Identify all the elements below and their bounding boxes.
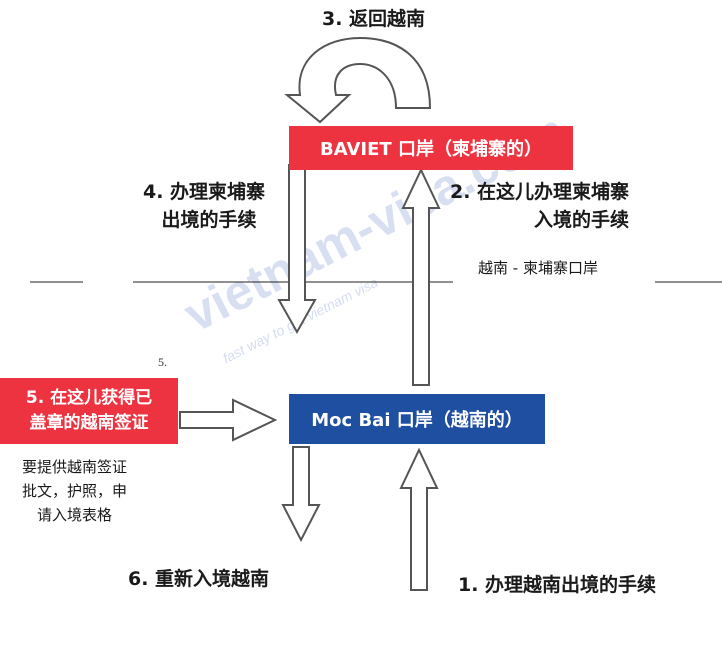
requirements-line3: 请入境表格 xyxy=(37,506,113,524)
requirements-line1: 要提供越南签证 xyxy=(22,458,128,476)
step2-line2: 入境的手续 xyxy=(534,209,630,231)
border-crossing-label: 越南 - 柬埔寨口岸 xyxy=(478,259,598,277)
step3-label: 3. 返回越南 xyxy=(322,8,426,30)
step4-line1: 4. 办理柬埔寨 xyxy=(143,181,266,203)
arrow-step5-right xyxy=(179,398,278,442)
step6-label: 6. 重新入境越南 xyxy=(128,568,270,590)
mocbai-border-box: Moc Bai 口岸（越南的） xyxy=(289,394,545,444)
visa-line2: 盖章的越南签证 xyxy=(29,413,149,433)
arrow-step1-up xyxy=(399,447,439,591)
baviet-border-box: BAVIET 口岸（柬埔寨的） xyxy=(289,126,573,170)
step1-label: 1. 办理越南出境的手续 xyxy=(458,574,657,596)
mocbai-label: Moc Bai 口岸（越南的） xyxy=(311,410,523,431)
step2-label: 2. 在这儿办理柬埔寨 入境的手续 xyxy=(450,178,629,234)
return-arrow xyxy=(284,36,432,124)
small-step5-marker: 5. xyxy=(158,355,167,369)
arrow-step6-down xyxy=(281,446,321,543)
arrow-step4-down xyxy=(277,164,317,335)
step2-line1: 2. 在这儿办理柬埔寨 xyxy=(450,181,630,203)
arrow-step2-up xyxy=(401,167,441,386)
visa-line1: 5. 在这儿获得已 xyxy=(25,388,153,408)
step4-label: 4. 办理柬埔寨 出境的手续 xyxy=(143,178,265,234)
baviet-label: BAVIET 口岸（柬埔寨的） xyxy=(320,139,542,160)
requirements-line2: 批文，护照，申 xyxy=(22,482,128,500)
requirements-text: 要提供越南签证 批文，护照，申 请入境表格 xyxy=(22,455,127,527)
visa-stamp-box: 5. 在这儿获得已 盖章的越南签证 xyxy=(0,378,178,444)
step4-line2: 出境的手续 xyxy=(161,209,257,231)
